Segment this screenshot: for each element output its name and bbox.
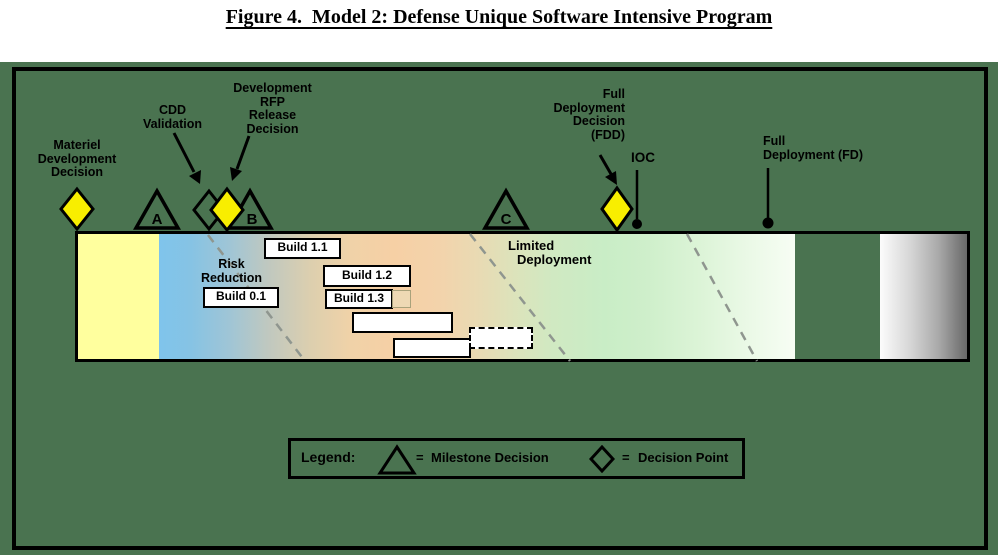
ioc-label: IOC xyxy=(631,150,656,165)
full-deployment-decision-label: Full Deployment Decision (FDD) xyxy=(553,87,625,142)
cdd-validation-label: CDD Validation xyxy=(142,103,203,131)
band-segment-yellow xyxy=(78,234,159,359)
title-strip xyxy=(0,0,998,62)
unlabeled-build-box-2 xyxy=(393,338,471,358)
build-0-1-box: Build 0.1 xyxy=(203,287,279,308)
legend-equals-milestone: = xyxy=(416,450,424,465)
build-1-2-box: Build 1.2 xyxy=(323,265,411,287)
risk-reduction-phase-label: Risk Reduction xyxy=(200,257,263,285)
legend-title: Legend: xyxy=(301,449,356,465)
full-deployment-fd-label: Full Deployment (FD) xyxy=(763,134,863,162)
legend-decision-point-label: Decision Point xyxy=(638,450,729,465)
figure-frame xyxy=(12,67,988,550)
development-rfp-release-decision-label: Development RFP Release Decision xyxy=(233,81,312,136)
legend-box: Legend: = Milestone Decision = Decision … xyxy=(288,438,745,479)
legend-equals-decision: = xyxy=(622,450,630,465)
build-1-3-extension xyxy=(392,290,411,308)
build-1-3-box: Build 1.3 xyxy=(325,289,393,309)
materiel-development-decision-label: Materiel Development Decision xyxy=(37,138,117,179)
figure-title: Figure 4. Model 2: Defense Unique Softwa… xyxy=(225,6,773,28)
planned-build-dashed-box xyxy=(469,327,533,349)
legend-milestone-triangle-icon xyxy=(377,444,417,475)
build-1-1-box: Build 1.1 xyxy=(264,238,341,259)
unlabeled-build-box-1 xyxy=(352,312,453,333)
legend-milestone-decision-label: Milestone Decision xyxy=(431,450,549,465)
legend-decision-diamond-icon xyxy=(589,445,615,473)
limited-deployment-phase-label: Limited Deployment xyxy=(508,238,592,267)
band-segment-gray-gradient xyxy=(880,234,967,359)
